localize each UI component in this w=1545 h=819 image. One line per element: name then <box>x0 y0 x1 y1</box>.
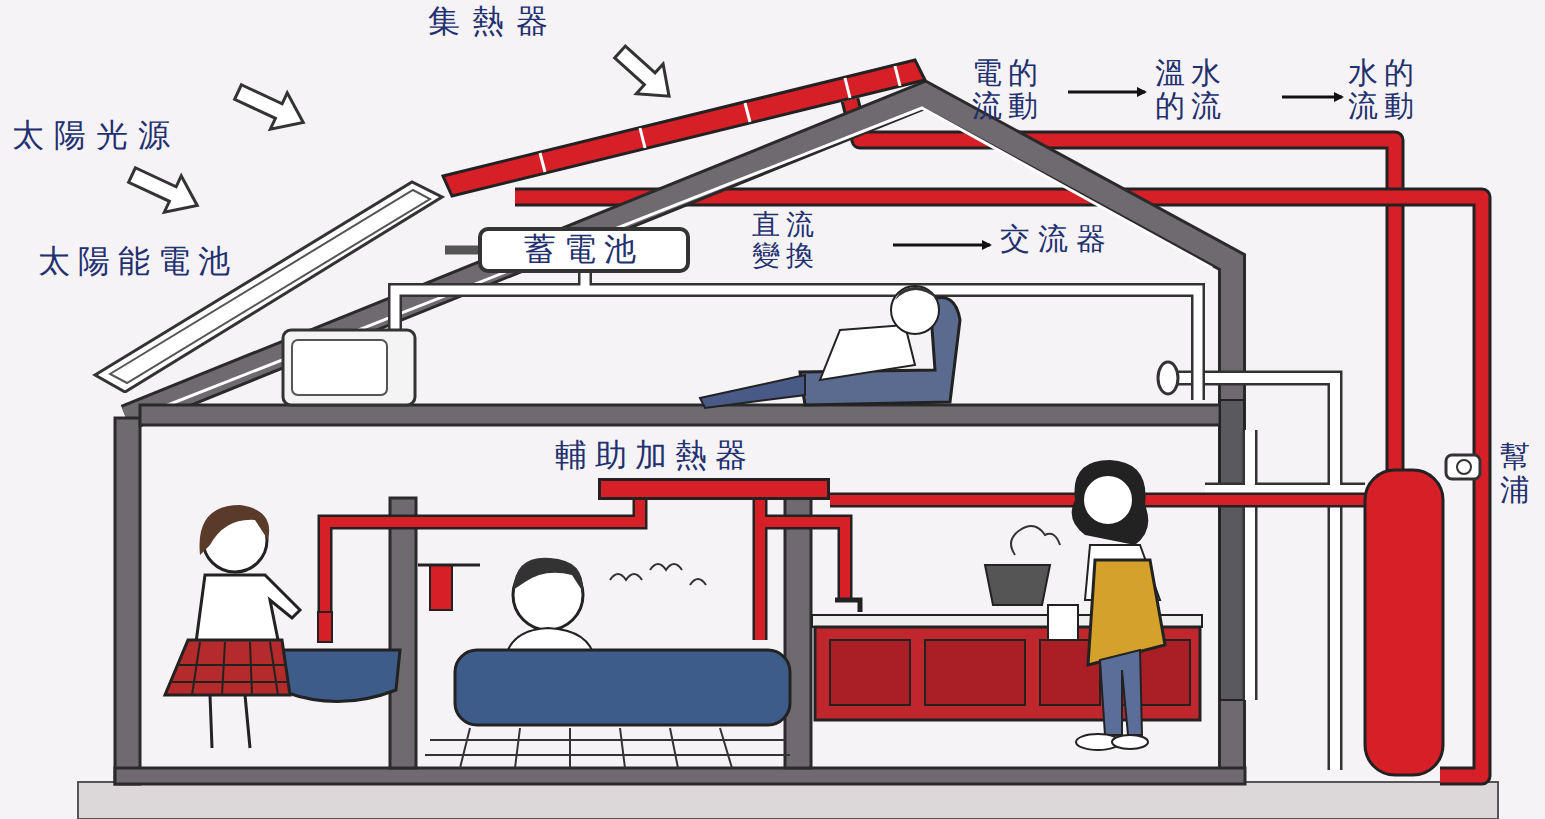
dish-cloth <box>1048 605 1078 640</box>
television <box>283 330 415 405</box>
label-text: 電的 流動 <box>972 56 1072 122</box>
left-wall <box>115 418 140 784</box>
label-text: 溫水 的流 <box>1155 56 1255 122</box>
floor-tiles <box>425 728 790 768</box>
label-text: 太陽光源 <box>12 118 180 153</box>
label-text: 集熱器 <box>428 4 560 39</box>
person-legs <box>700 375 805 408</box>
solar-cell-frame <box>95 182 442 392</box>
panel-outline <box>30 178 445 393</box>
pillar <box>785 498 811 768</box>
apron <box>1088 560 1165 665</box>
label-text: 交流器 <box>1000 222 1114 255</box>
upper-floor <box>140 405 1220 425</box>
pump-body <box>1446 455 1480 479</box>
person-hair <box>895 287 938 300</box>
pillar <box>390 498 416 768</box>
hot-water-tank <box>1365 470 1443 775</box>
flow-arrow <box>893 92 1342 245</box>
label-text: 幫浦 <box>1500 440 1540 506</box>
person-legs <box>1100 650 1142 735</box>
skirt-plaid <box>172 642 289 695</box>
house-frame <box>126 95 1232 780</box>
person-hair <box>513 558 583 592</box>
ground-floor <box>115 768 1245 784</box>
battery-box: 蓄電池 <box>478 227 690 273</box>
auxiliary-heater: 輔助加熱器 <box>555 438 835 504</box>
cooking-pot <box>985 565 1050 605</box>
person-head <box>1083 475 1133 525</box>
solar-cell-surface <box>110 190 430 383</box>
wire-connector <box>445 246 478 255</box>
faucet <box>318 612 332 642</box>
heater-bar <box>598 478 830 500</box>
pump-symbol <box>1457 460 1471 474</box>
bathtub <box>455 650 790 725</box>
person-head <box>891 286 939 334</box>
person-legs <box>210 695 250 748</box>
faucet <box>835 600 860 612</box>
solar-cell-panel: 太陽能電池 <box>30 178 445 393</box>
person-hair <box>1072 460 1149 545</box>
collector-ribs <box>540 66 900 172</box>
solar-collector <box>443 60 925 196</box>
node-text: 蓄電池 <box>482 231 686 269</box>
person-body <box>820 325 915 380</box>
steam <box>1011 526 1060 555</box>
person-hair <box>200 505 270 555</box>
tv-screen <box>292 340 387 395</box>
person-skirt <box>165 640 290 695</box>
cold-water-pipe <box>1175 378 1365 770</box>
towel-rack <box>418 564 480 567</box>
towel <box>430 565 452 610</box>
ground-slab <box>78 782 1498 819</box>
shoe <box>1112 735 1148 749</box>
service-column <box>1220 400 1244 700</box>
hot-water-pipe <box>325 500 1365 640</box>
wash-basin <box>275 650 400 702</box>
label-text: 水的 流動 <box>1348 56 1448 122</box>
node-text: 太陽能電池 <box>38 244 238 279</box>
wall-lamp <box>1158 362 1178 394</box>
steam <box>610 564 706 585</box>
node-text: 輔助加熱器 <box>555 438 755 473</box>
label-text: 直流 變換 <box>752 210 832 272</box>
